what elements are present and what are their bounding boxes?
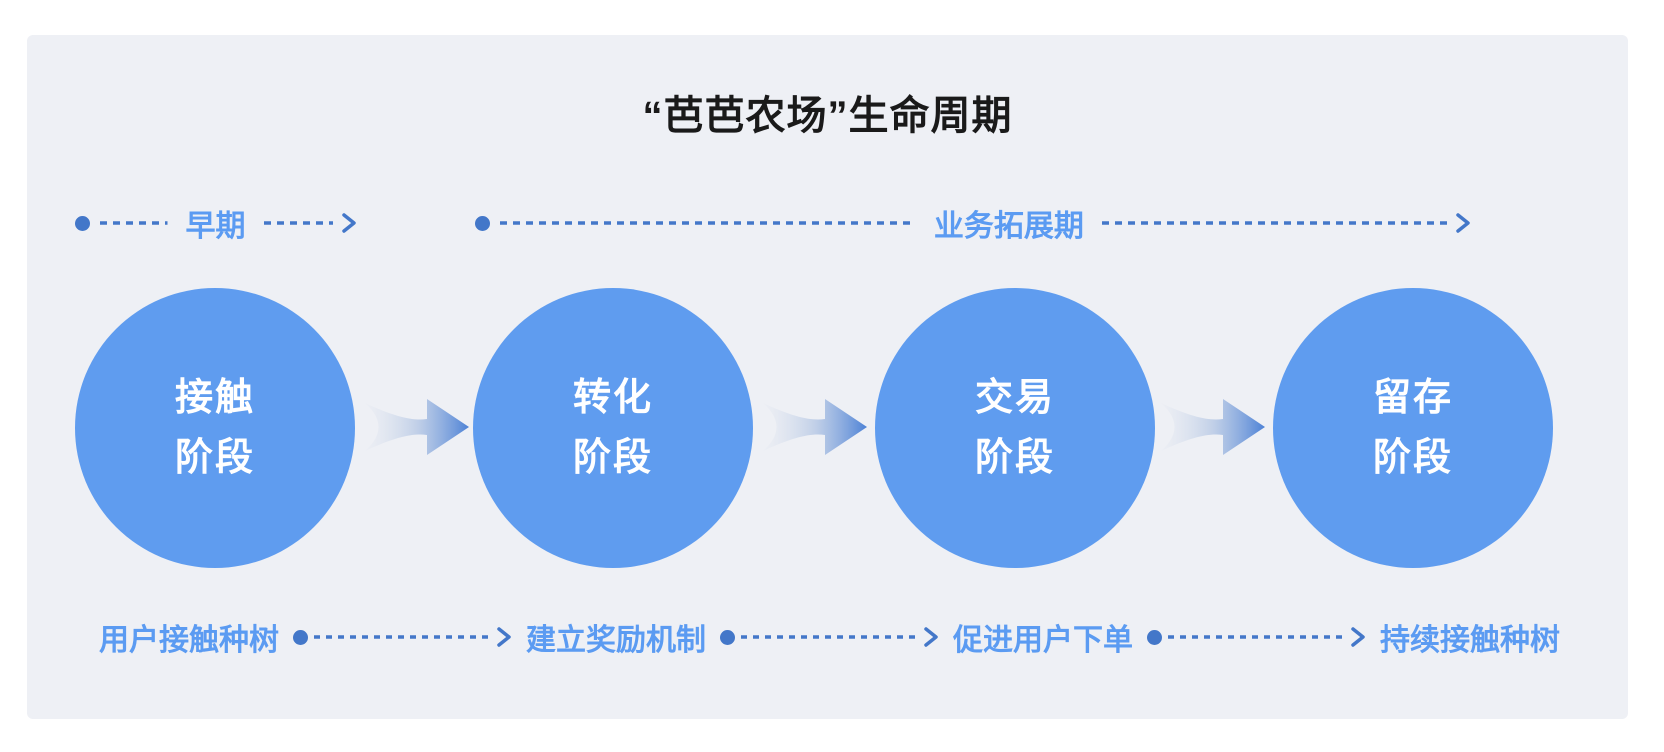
flow-arrow-icon — [1157, 387, 1269, 467]
dashed-line-icon — [741, 629, 917, 645]
start-dot-icon — [293, 629, 308, 645]
stage-name-line: 留存 — [1372, 377, 1453, 419]
page-title: “芭芭农场”生命周期 — [642, 94, 1013, 138]
arrowhead-icon — [341, 212, 357, 234]
arrowhead-icon — [1455, 212, 1471, 234]
stage-action-label: 促进用户下单 — [953, 624, 1133, 657]
start-dot-icon — [75, 215, 90, 231]
timeline-expansion-label: 业务拓展期 — [933, 210, 1084, 243]
flow-arrow-icon — [759, 387, 871, 467]
start-dot-icon — [1147, 629, 1162, 645]
dashed-line-icon — [98, 215, 168, 231]
diagram-card: “芭芭农场”生命周期 早期 业务拓展期 接触 阶段 转化 阶段 — [27, 35, 1628, 719]
stage-circle-conversion: 转化 阶段 — [473, 288, 753, 568]
dashed-line-icon — [1101, 215, 1447, 231]
action-connector — [293, 626, 512, 648]
stage-action-label: 持续接触种树 — [1380, 624, 1560, 657]
stage-action-label: 用户接触种树 — [99, 624, 279, 657]
timeline-early-arrow: 早期 — [75, 203, 357, 243]
dashed-line-icon — [314, 629, 490, 645]
flow-arrow-icon — [361, 387, 473, 467]
stage-name-line: 阶段 — [1372, 437, 1453, 479]
stage-name-line: 阶段 — [174, 437, 255, 479]
stage-name-line: 接触 — [174, 377, 255, 419]
arrowhead-icon — [923, 626, 939, 648]
action-connector — [1147, 626, 1366, 648]
stage-name-line: 转化 — [572, 377, 653, 419]
action-connector — [720, 626, 939, 648]
stage-name-line: 阶段 — [974, 437, 1055, 479]
arrowhead-icon — [496, 626, 512, 648]
stage-circle-contact: 接触 阶段 — [75, 288, 355, 568]
dashed-line-icon — [498, 215, 916, 231]
action-row: 用户接触种树 建立奖励机制 促进用户下单 — [99, 613, 1560, 661]
stage-name-line: 阶段 — [572, 437, 653, 479]
dashed-line-icon — [1168, 629, 1344, 645]
dashed-line-icon — [263, 215, 333, 231]
stage-name-line: 交易 — [974, 377, 1055, 419]
arrowhead-icon — [1350, 626, 1366, 648]
stage-circle-retention: 留存 阶段 — [1273, 288, 1553, 568]
start-dot-icon — [720, 629, 735, 645]
timeline-early-label: 早期 — [185, 210, 246, 243]
stage-circle-transaction: 交易 阶段 — [875, 288, 1155, 568]
timeline-expansion-arrow: 业务拓展期 — [475, 203, 1471, 243]
stage-action-label: 建立奖励机制 — [526, 624, 706, 657]
start-dot-icon — [475, 215, 490, 231]
